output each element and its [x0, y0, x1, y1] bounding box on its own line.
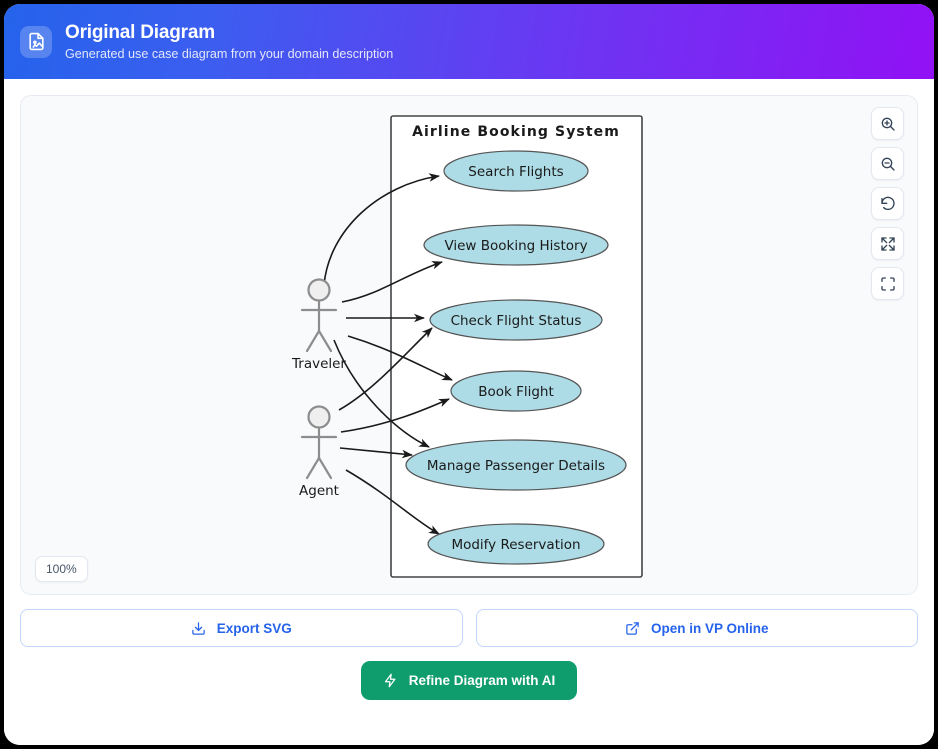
actor-traveler[interactable]: Traveler — [291, 278, 346, 373]
fullscreen-icon — [880, 276, 896, 292]
external-link-icon — [625, 621, 640, 636]
app-card: Original Diagram Generated use case diag… — [4, 4, 934, 745]
use-case-node[interactable]: Book Flight — [450, 370, 582, 412]
use-case-node[interactable]: Search Flights — [443, 150, 589, 192]
use-case-diagram-svg: Airline Booking System — [291, 115, 643, 578]
open-vp-online-button[interactable]: Open in VP Online — [475, 609, 918, 647]
open-vp-online-label: Open in VP Online — [650, 620, 769, 636]
refine-row: Refine Diagram with AI — [20, 661, 918, 700]
reset-icon — [880, 196, 896, 212]
use-case-node[interactable]: Manage Passenger Details — [405, 439, 627, 491]
page-title: Original Diagram — [65, 21, 215, 43]
actor-agent[interactable]: Agent — [299, 405, 339, 500]
use-case-node[interactable]: Check Flight Status — [429, 299, 603, 341]
fullscreen-button[interactable] — [871, 267, 904, 300]
export-actions-row: Export SVG Open in VP Online — [20, 609, 918, 647]
zoom-toolbar — [871, 107, 904, 300]
page-body: 100% Airline Booking System — [4, 79, 934, 745]
actor-label: Traveler — [291, 356, 346, 372]
page-subtitle: Generated use case diagram from your dom… — [65, 46, 394, 61]
download-icon — [191, 621, 206, 636]
zoom-out-icon — [880, 156, 896, 172]
lightning-icon — [383, 673, 398, 688]
use-case-label: Book Flight — [478, 384, 554, 400]
diagram-canvas[interactable]: 100% Airline Booking System — [20, 95, 918, 595]
refine-diagram-label: Refine Diagram with AI — [408, 673, 556, 688]
association-lines — [323, 173, 453, 535]
zoom-in-button[interactable] — [871, 107, 904, 140]
use-case-node[interactable]: Modify Reservation — [427, 523, 605, 565]
system-boundary-title: Airline Booking System — [412, 124, 620, 140]
header-text-block: Original Diagram Generated use case diag… — [65, 22, 393, 62]
uml-diagram: Airline Booking System — [21, 96, 917, 594]
use-case-label: Check Flight Status — [451, 313, 582, 329]
use-case-label: Modify Reservation — [451, 537, 580, 553]
zoom-level-badge[interactable]: 100% — [35, 556, 88, 582]
actor-label: Agent — [299, 483, 339, 499]
fit-to-screen-button[interactable] — [871, 227, 904, 260]
use-case-node[interactable]: View Booking History — [423, 224, 609, 266]
use-case-label: Manage Passenger Details — [427, 458, 605, 474]
use-case-nodes: Search Flights View Booking History Chec… — [405, 150, 627, 565]
use-case-label: View Booking History — [444, 238, 587, 254]
export-svg-button[interactable]: Export SVG — [20, 609, 463, 647]
export-svg-label: Export SVG — [216, 620, 292, 636]
page-header: Original Diagram Generated use case diag… — [4, 4, 934, 79]
use-case-label: Search Flights — [468, 164, 563, 180]
zoom-out-button[interactable] — [871, 147, 904, 180]
reset-view-button[interactable] — [871, 187, 904, 220]
expand-icon — [880, 236, 896, 252]
file-image-icon — [20, 25, 52, 58]
zoom-in-icon — [880, 116, 896, 132]
refine-diagram-button[interactable]: Refine Diagram with AI — [360, 661, 578, 700]
